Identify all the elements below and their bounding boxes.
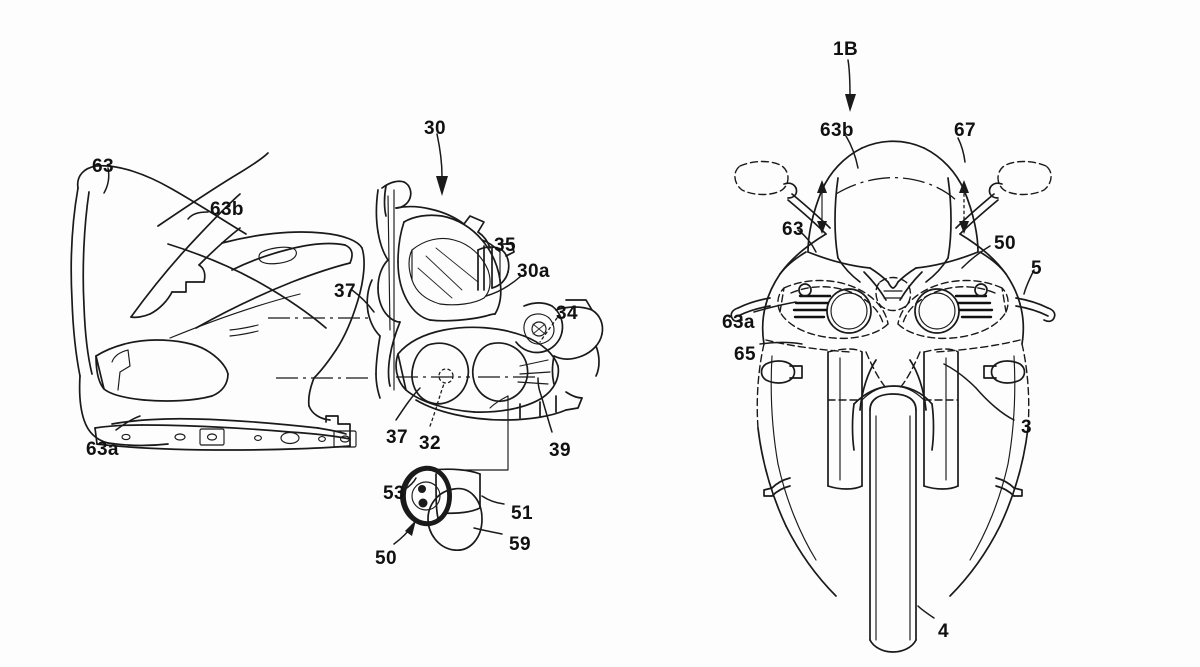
leader-51 [481,495,505,505]
leader-30a [485,275,522,297]
label-63b: 63b [210,199,244,220]
leader-r50 [961,245,991,269]
label-63a: 63a [86,439,119,460]
leader-r63a [753,301,797,313]
label-34: 34 [556,303,578,324]
label-30: 30 [424,118,446,139]
label-53: 53 [383,483,405,504]
label-3: 3 [1021,417,1032,438]
leader-r3b [943,363,977,389]
leader-r4 [917,605,935,619]
label-50: 50 [375,548,397,569]
label-37-bottom: 37 [386,427,408,448]
label-r63a: 63a [722,312,755,333]
leader-63a [115,415,141,431]
leader-r67 [957,137,966,163]
label-59: 59 [509,534,531,555]
label-32: 32 [419,433,441,454]
label-35: 35 [494,235,516,256]
leader-34 [539,317,558,343]
leader-30 [436,133,443,177]
leader-r5 [1023,269,1035,295]
middle-view-headlight-unit [351,133,604,433]
label-67: 67 [954,120,976,141]
leader-39 [539,391,553,433]
leader-r63 [797,229,817,253]
leader-53 [403,477,417,491]
label-39: 39 [549,440,571,461]
leader-r63b [845,135,859,169]
label-4: 4 [938,621,949,642]
label-37-top: 37 [334,281,356,302]
leader-35 [481,239,501,253]
label-65: 65 [734,344,756,365]
leader-32 [429,383,445,427]
label-63: 63 [92,156,114,177]
label-r63: 63 [782,219,804,240]
leader-59 [473,527,503,535]
leader-63b [187,211,209,220]
label-51: 51 [511,503,533,524]
leader-1B [847,59,851,97]
leader-39-b [537,377,541,393]
right-view-motorcycle-front [730,59,1056,653]
inset-view-lamp-subassembly [393,395,509,551]
leader-37-bottom [395,387,421,421]
leader-63 [103,167,110,194]
label-r63b: 63b [820,120,854,141]
leader-r65 [759,341,803,345]
label-30a: 30a [517,261,550,282]
label-1B: 1B [833,39,859,60]
label-5: 5 [1031,258,1042,279]
label-r50: 50 [994,233,1016,254]
leader-r3 [975,387,1015,421]
leader-37-top [351,289,375,313]
left-view-cowl-side [70,152,372,451]
